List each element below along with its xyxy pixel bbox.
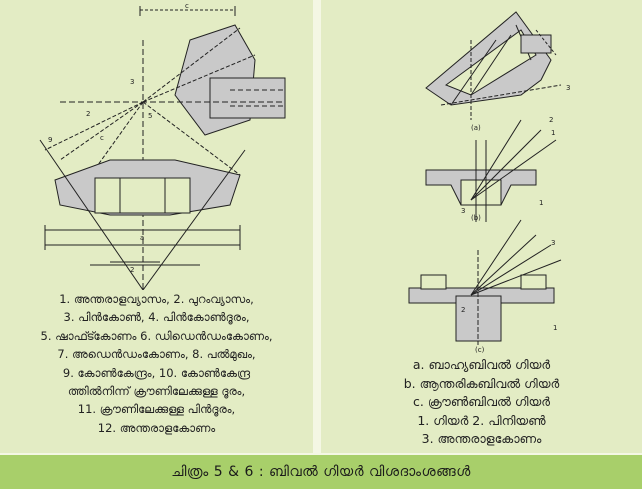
left-legend: 1. അന്തരാളവ്യാസം, 2. പുറംവ്യാസം, 3. പിൻക… — [0, 290, 313, 437]
caption-bar: ചിത്രം 5 & 6 : ബിവൽ ഗിയർ വിശദാംശങ്ങൾ — [0, 455, 642, 489]
label-c: c — [100, 134, 104, 142]
right-legend-line: 3. അന്തരാളകോണം — [421, 431, 542, 447]
left-diagram-panel: c 3 2 9 c 5 a 2 1. അന്തരാളവ്യാസം, 2. പുറ… — [0, 0, 313, 453]
label-c2: 2 — [461, 306, 465, 314]
right-legend: a. ബാഹ്യബിവൽ ഗിയർ b. ആന്തരികബിവൽ ഗിയർ c.… — [321, 356, 642, 449]
label-a3: 3 — [566, 84, 570, 92]
figure-caption: ചിത്രം 5 & 6 : ബിവൽ ഗിയർ വിശദാംശങ്ങൾ — [171, 464, 471, 480]
left-legend-line: 5. ഷാഫ്ട്കോണം 6. ഡിഡെൻഡംകോണം, — [40, 328, 273, 343]
label-c1: 1 — [553, 324, 557, 332]
label-b3: 3 — [461, 207, 465, 215]
left-legend-line: 1. അന്തരാളവ്യാസം, 2. പുറംവ്യാസം, — [59, 292, 254, 306]
label-top-dim: c — [185, 2, 189, 10]
label-c-view: (c) — [475, 346, 485, 354]
label-2: 2 — [86, 110, 90, 118]
right-legend-line: c. ക്രൗൺബിവൽ ഗിയർ — [413, 394, 550, 410]
right-diagram-panel: (a) (b) (c) 1 2 3 1 3 3 1 2 — [321, 0, 642, 453]
caption-separator — [0, 453, 642, 455]
label-a: a — [140, 234, 144, 242]
bevel-gear-types-diagram: (a) (b) (c) 1 2 3 1 3 3 1 2 — [408, 11, 570, 354]
left-legend-line: 9. കോൺകേന്ദ്രം, 10. കോൺകേന്ദ്ര — [62, 365, 251, 380]
label-c3: 3 — [551, 239, 555, 247]
label-apex: 3 — [130, 78, 134, 86]
label-a-view: (a) — [471, 124, 481, 132]
left-legend-line: ത്തിൽനിന്ന് ക്രൗണിലേക്കുള്ള ദൂരം, — [67, 384, 246, 399]
right-legend-line: a. ബാഹ്യബിവൽ ഗിയർ — [412, 357, 551, 372]
left-legend-line: 7. അഡെൻഡംകോണം, 8. പൽമുഖം, — [57, 347, 256, 362]
left-legend-line: 11. ക്രൗണിലേക്കുള്ള പിൻദൂരം, — [77, 402, 236, 417]
label-9: 9 — [48, 136, 52, 144]
left-legend-line: 12. അന്തരാളകോണം — [97, 420, 216, 435]
right-legend-line: 1. ഗിയർ 2. പിനിയൺ — [417, 412, 546, 428]
label-a2: 2 — [549, 116, 553, 124]
bevel-gear-geometry-diagram: c 3 2 9 c 5 a 2 — [39, 2, 286, 290]
label-b1: 1 — [539, 199, 543, 207]
right-legend-line: b. ആന്തരികബിവൽ ഗിയർ — [403, 375, 560, 391]
label-lower-2: 2 — [130, 266, 134, 274]
left-legend-line: 3. പിൻകോൺ, 4. പിൻകോൺദൂരം, — [63, 310, 250, 325]
label-b-view: (b) — [471, 214, 481, 222]
label-a1: 1 — [551, 129, 555, 137]
panel-divider — [313, 0, 321, 453]
label-5: 5 — [148, 112, 152, 120]
